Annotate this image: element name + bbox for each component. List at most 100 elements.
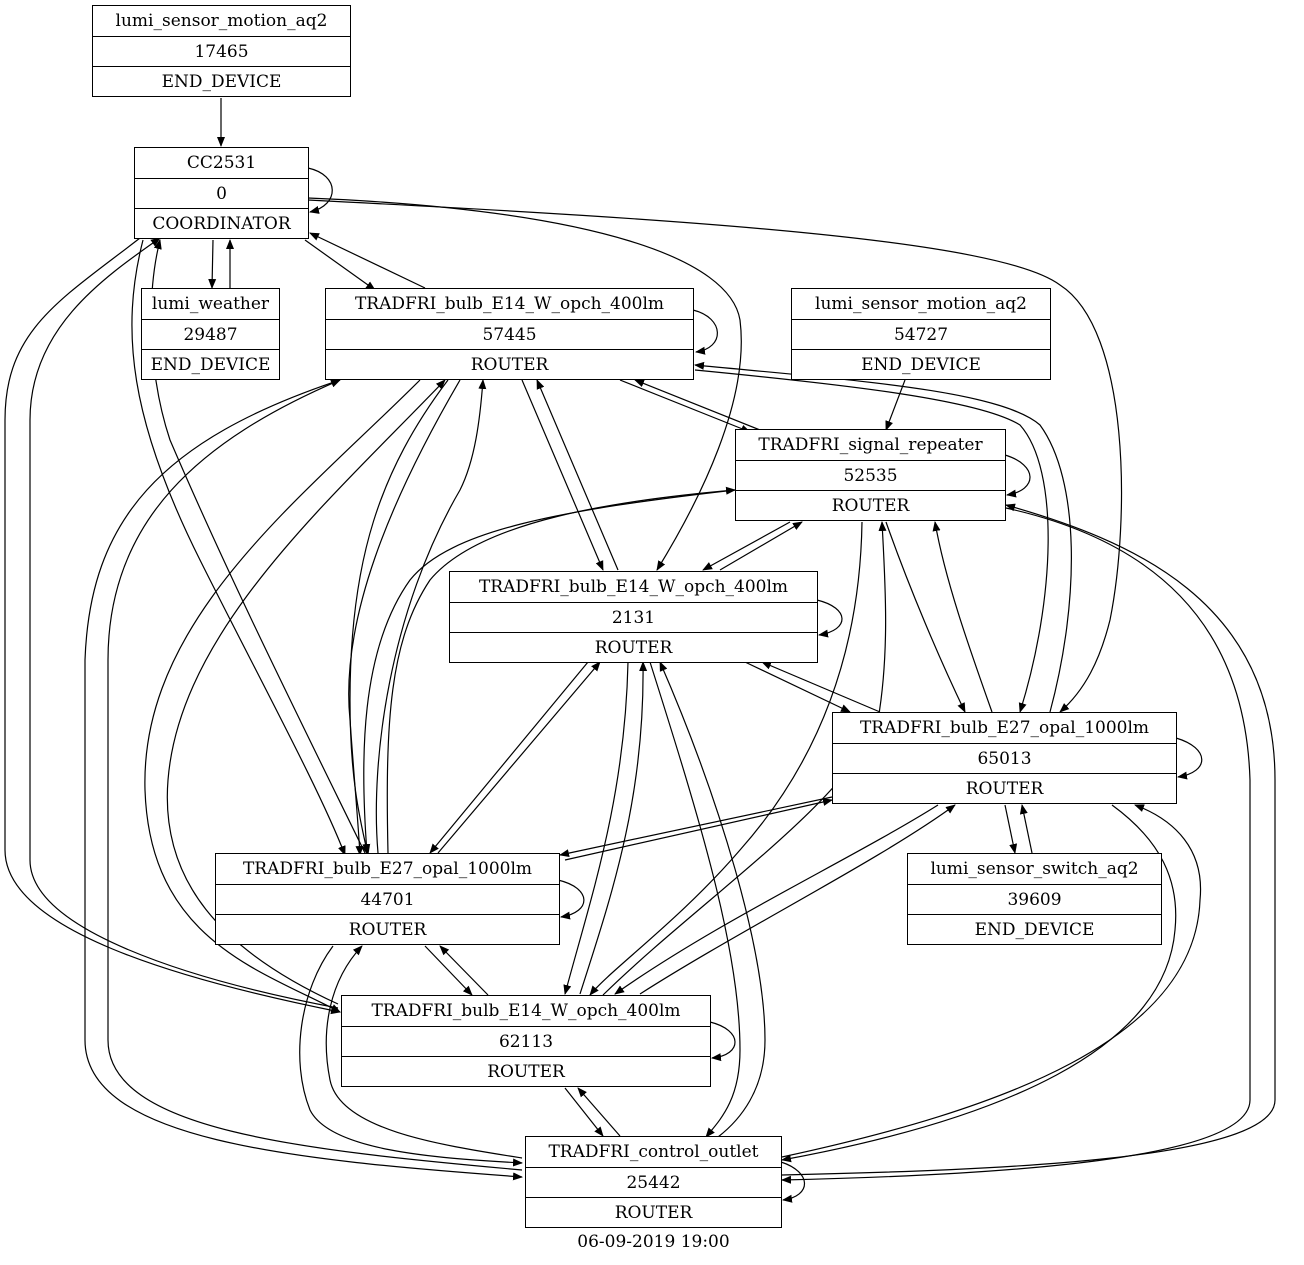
node-role: ROUTER	[833, 773, 1176, 803]
node-nwk-address: 17465	[93, 36, 350, 66]
edge	[692, 309, 718, 355]
node-name: lumi_sensor_motion_aq2	[815, 294, 1027, 314]
edge	[208, 239, 217, 289]
edge	[579, 661, 648, 995]
edge	[349, 379, 449, 856]
node-lumi-sensor-switch-39609[interactable]: lumi_sensor_switch_aq2 39609 END_DEVICE	[907, 853, 1162, 945]
edge	[781, 804, 1202, 1158]
node-name: TRADFRI_bulb_E27_opal_1000lm	[859, 718, 1150, 738]
node-tradfri-bulb-57445[interactable]: TRADFRI_bulb_E14_W_opch_400lm 57445 ROUT…	[325, 288, 694, 380]
edge	[761, 661, 881, 713]
edge	[424, 945, 473, 996]
edge	[885, 521, 966, 713]
node-role: END_DEVICE	[93, 66, 350, 96]
edge	[375, 379, 487, 854]
node-nwk-address: 52535	[736, 460, 1005, 490]
edge	[536, 379, 619, 571]
edge	[29, 237, 339, 1009]
node-lumi-sensor-motion-17465[interactable]: lumi_sensor_motion_aq2 17465 END_DEVICE	[92, 5, 351, 97]
node-nwk-address: 44701	[216, 884, 559, 914]
node-coordinator-cc2531[interactable]: CC2531 0 COORDINATOR	[134, 147, 309, 239]
node-role: END_DEVICE	[792, 349, 1050, 379]
edge	[709, 1021, 736, 1062]
node-name: lumi_sensor_motion_aq2	[115, 11, 328, 31]
edge	[362, 489, 736, 854]
node-nwk-address: 2131	[450, 602, 817, 632]
edge	[307, 197, 742, 571]
node-nwk-address: 39609	[908, 884, 1161, 914]
node-tradfri-bulb-65013[interactable]: TRADFRI_bulb_E27_opal_1000lm 65013 ROUTE…	[832, 712, 1177, 804]
edge	[437, 661, 601, 854]
node-role: ROUTER	[326, 349, 693, 379]
node-tradfri-bulb-62113[interactable]: TRADFRI_bulb_E14_W_opch_400lm 62113 ROUT…	[341, 995, 711, 1087]
node-name: TRADFRI_control_outlet	[548, 1142, 759, 1162]
node-role: END_DEVICE	[142, 349, 279, 379]
edge	[619, 379, 751, 433]
edge	[386, 486, 736, 854]
node-tradfri-bulb-44701[interactable]: TRADFRI_bulb_E27_opal_1000lm 44701 ROUTE…	[215, 853, 560, 945]
edge	[299, 945, 523, 1167]
edge	[563, 661, 629, 995]
edge	[131, 239, 346, 856]
edge	[694, 369, 1049, 713]
edge	[1175, 737, 1203, 780]
node-name: CC2531	[186, 153, 257, 173]
node-name: TRADFRI_bulb_E27_opal_1000lm	[242, 859, 533, 879]
edge	[1004, 454, 1031, 498]
edge	[309, 232, 426, 289]
edge	[614, 804, 939, 995]
edge	[439, 945, 489, 996]
node-role: END_DEVICE	[908, 914, 1161, 944]
node-nwk-address: 62113	[342, 1026, 710, 1056]
edge	[557, 879, 585, 920]
edge	[932, 521, 993, 713]
node-lumi-weather-29487[interactable]: lumi_weather 29487 END_DEVICE	[141, 288, 280, 380]
edge	[780, 1161, 806, 1203]
edge	[649, 661, 741, 1138]
node-name: lumi_sensor_switch_aq2	[930, 859, 1139, 879]
node-tradfri-bulb-2131[interactable]: TRADFRI_bulb_E14_W_opch_400lm 2131 ROUTE…	[449, 571, 818, 663]
edge	[781, 503, 1276, 1176]
node-name: lumi_weather	[151, 294, 270, 314]
edge	[307, 167, 333, 214]
node-nwk-address: 54727	[792, 319, 1050, 349]
timestamp-caption: 06-09-2019 19:00	[577, 1232, 730, 1252]
node-name: TRADFRI_bulb_E14_W_opch_400lm	[354, 294, 665, 314]
node-nwk-address: 65013	[833, 743, 1176, 773]
node-nwk-address: 25442	[526, 1167, 781, 1197]
edge	[744, 661, 851, 713]
node-role: ROUTER	[342, 1056, 710, 1086]
edge	[564, 798, 833, 861]
edge	[348, 379, 461, 856]
edge	[564, 1087, 604, 1137]
edge	[816, 599, 843, 638]
edge	[307, 199, 1123, 713]
node-lumi-sensor-motion-54727[interactable]: lumi_sensor_motion_aq2 54727 END_DEVICE	[791, 288, 1051, 380]
node-tradfri-control-outlet-25442[interactable]: TRADFRI_control_outlet 25442 ROUTER	[525, 1136, 782, 1228]
edge	[304, 239, 376, 291]
edge	[107, 379, 523, 1171]
edge	[639, 804, 956, 995]
edge	[702, 521, 791, 571]
edge	[521, 379, 604, 571]
node-role: ROUTER	[736, 490, 1005, 520]
node-role: ROUTER	[450, 632, 817, 662]
edge	[559, 796, 833, 858]
edge	[634, 379, 766, 433]
edge	[659, 661, 766, 1138]
edge	[429, 661, 589, 854]
edge	[885, 379, 906, 431]
edge	[325, 945, 523, 1159]
node-nwk-address: 29487	[142, 319, 279, 349]
edge	[84, 379, 523, 1181]
node-name: TRADFRI_bulb_E14_W_opch_400lm	[478, 577, 789, 597]
edge	[589, 521, 863, 996]
edge	[719, 521, 803, 571]
node-name: TRADFRI_bulb_E14_W_opch_400lm	[371, 1001, 681, 1021]
edge	[4, 237, 341, 1015]
node-tradfri-signal-repeater-52535[interactable]: TRADFRI_signal_repeater 52535 ROUTER	[735, 429, 1006, 521]
node-role: ROUTER	[526, 1197, 781, 1227]
node-role: COORDINATOR	[135, 208, 308, 238]
node-nwk-address: 57445	[326, 319, 693, 349]
